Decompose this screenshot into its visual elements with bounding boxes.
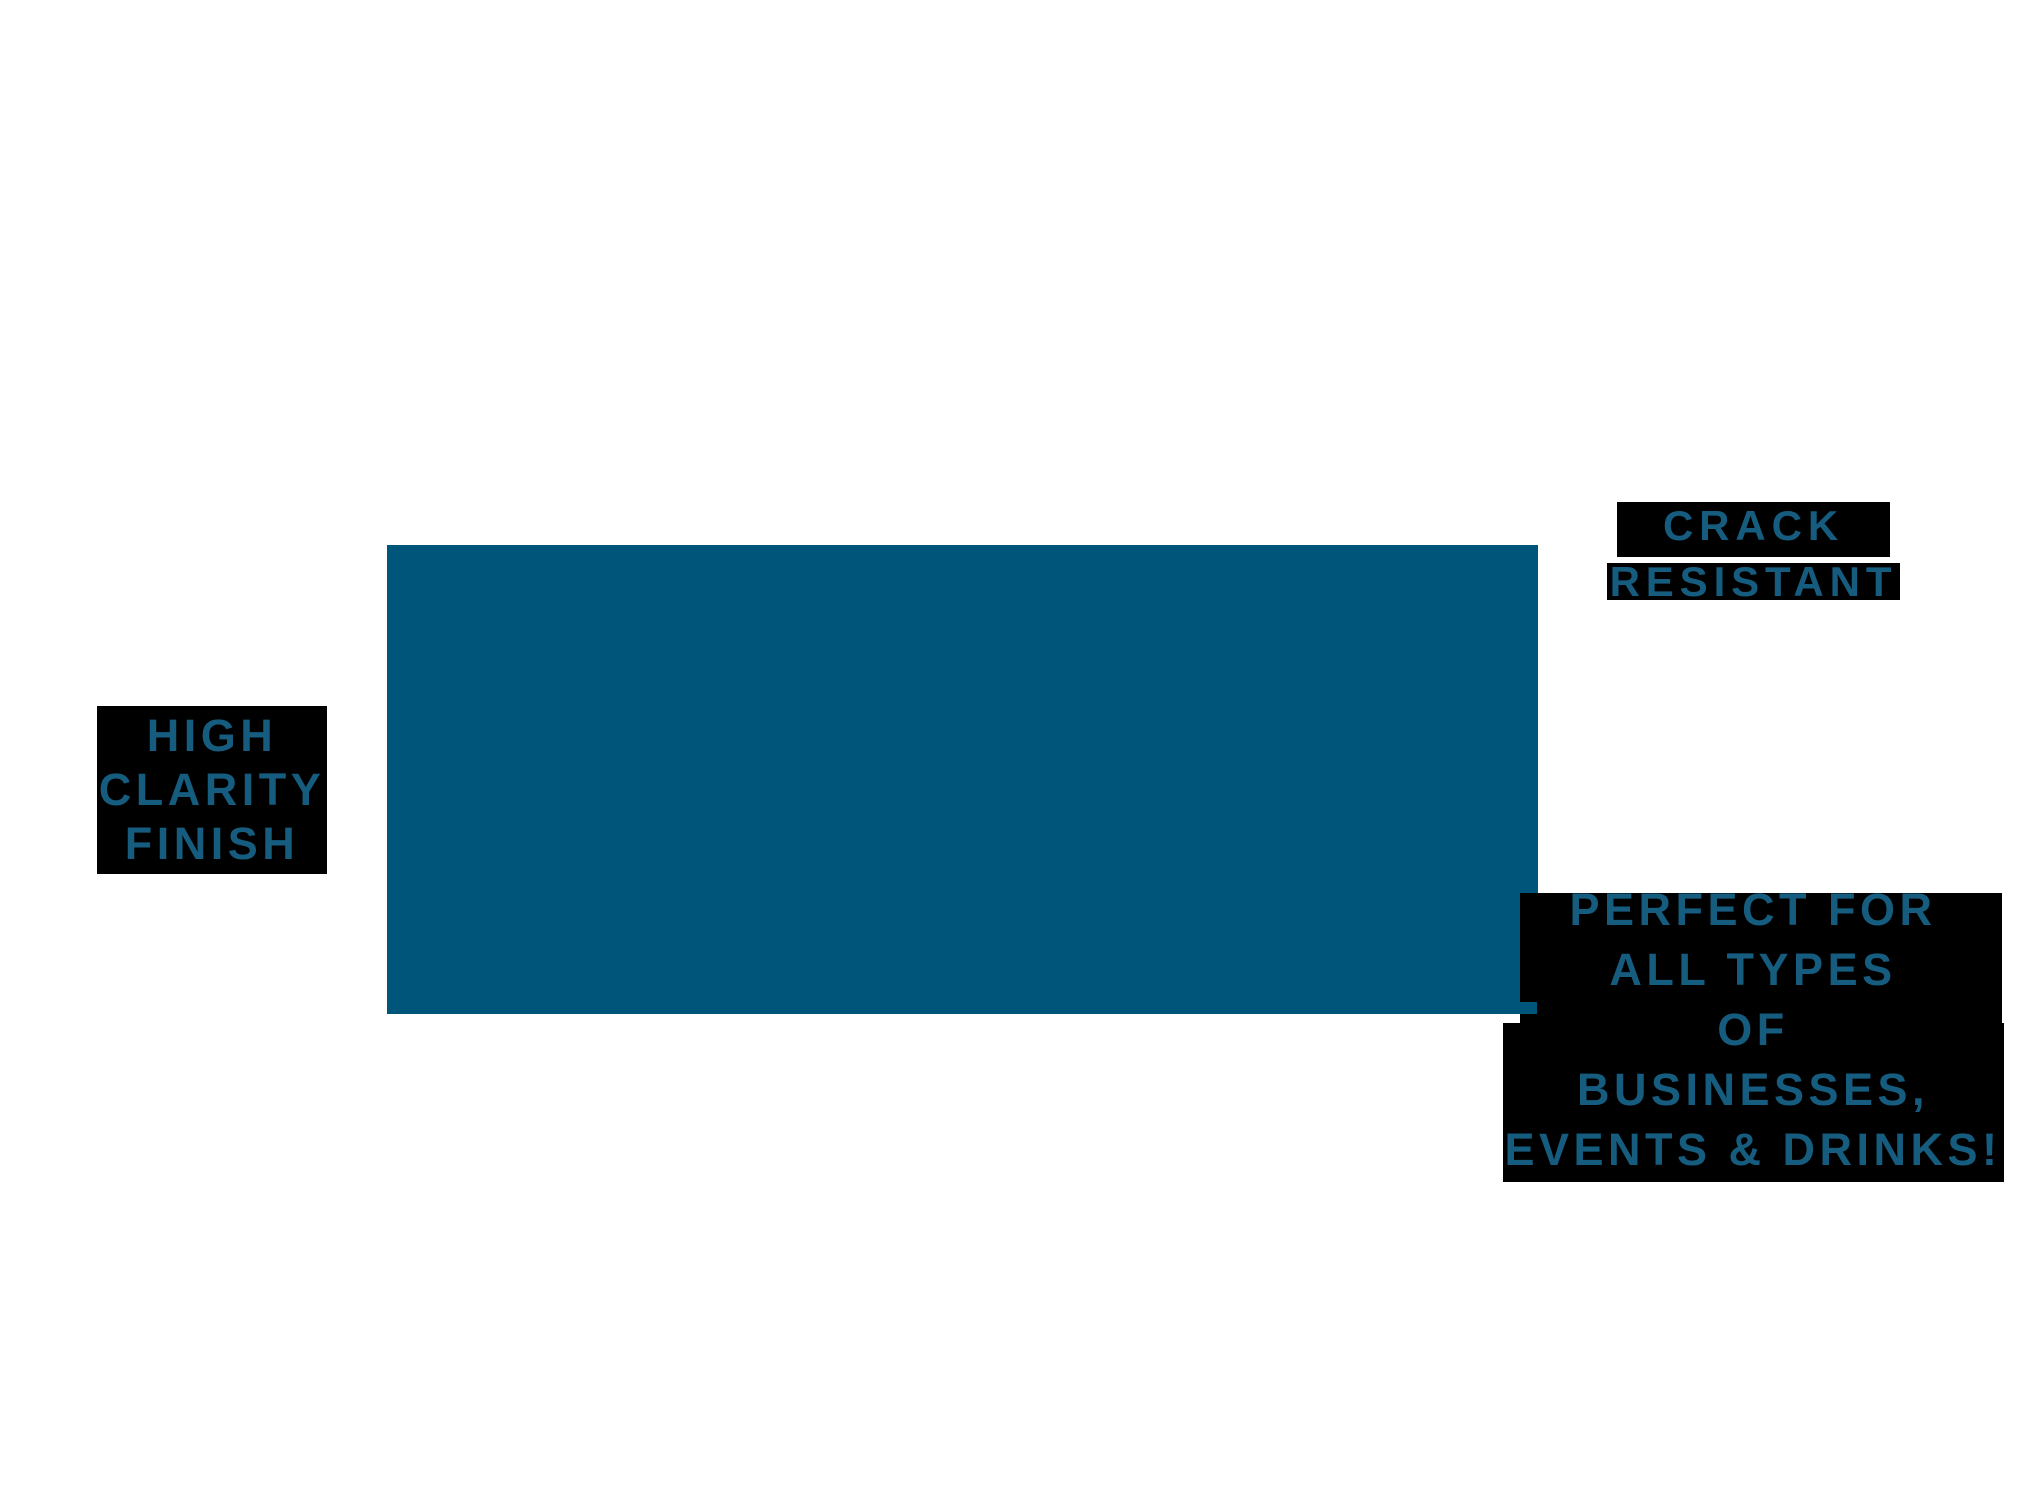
feature-line-finish: FINISH: [124, 818, 300, 869]
feature-line-clarity: CLARITY: [98, 764, 326, 815]
feature-line-events-drinks: EVENTS & DRINKS!: [1504, 1124, 2002, 1175]
feature-line-all-types: ALL TYPES: [1609, 944, 1897, 995]
feature-label-high-clarity-finish: HIGH CLARITY FINISH: [97, 706, 327, 874]
perfect-for-highlight-upper: [1520, 893, 2002, 1023]
feature-label-perfect-for: PERFECT FOR ALL TYPES OF BUSINESSES, EVE…: [1483, 880, 2022, 1180]
product-image-corner-notch: [1520, 1002, 1537, 1014]
feature-line-perfect-for: PERFECT FOR: [1569, 884, 1937, 935]
perfect-for-highlight-lower: [1503, 1023, 2004, 1182]
feature-line-businesses: BUSINESSES,: [1576, 1064, 1930, 1115]
feature-line-high: HIGH: [146, 710, 278, 761]
feature-label-crack: CRACK: [1617, 502, 1890, 557]
feature-line-of: OF: [1717, 1004, 1789, 1055]
product-image-placeholder: [387, 545, 1538, 1014]
feature-label-resistant: RESISTANT: [1607, 561, 1900, 603]
